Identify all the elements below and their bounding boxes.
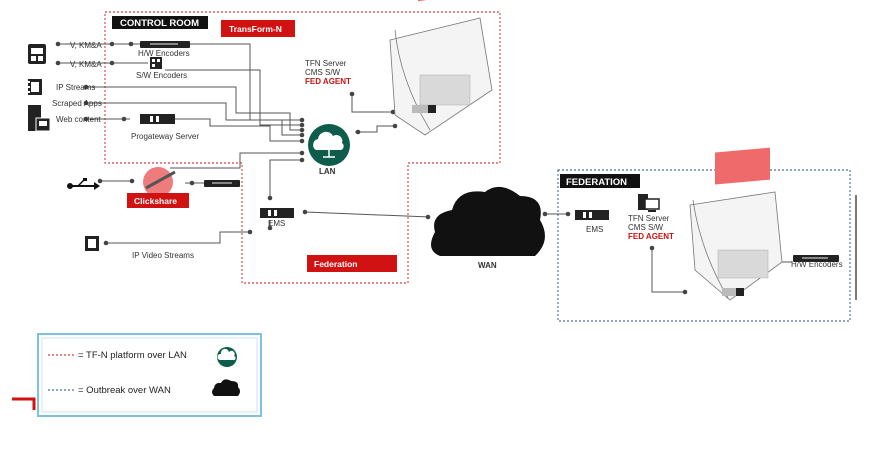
corner-bracket xyxy=(12,397,36,410)
federation-label-box xyxy=(307,255,397,272)
federation-label: Federation xyxy=(314,259,357,269)
federation-boundary xyxy=(557,169,851,322)
source-vkma-1: V, KM&A xyxy=(70,41,102,50)
svg-text:CONTROL ROOM: CONTROL ROOM xyxy=(120,18,199,29)
wan-label: WAN xyxy=(478,261,497,270)
hw-encoders-label: H/W Encoders xyxy=(138,49,190,58)
legend-lan-text: = TF-N platform over LAN xyxy=(78,350,187,361)
fed-fed-agent-label: FED AGENT xyxy=(628,232,674,241)
ip-video-film-icon xyxy=(85,236,99,251)
fed-hw-encoders-label: H/W Encoders xyxy=(791,260,843,269)
ems-device-federation xyxy=(575,210,609,220)
lan-label: LAN xyxy=(319,167,336,176)
ems-device-left xyxy=(260,208,294,218)
fed-tfn-server-label: TFN Server xyxy=(628,214,670,223)
ems-left-label: EMS xyxy=(268,219,285,228)
federation-title: FEDERATION xyxy=(560,174,640,188)
film-strip-icon xyxy=(28,79,42,95)
clickshare-receiver-device xyxy=(204,180,240,187)
sw-encoder-icon xyxy=(150,57,162,69)
control-room-video-wall xyxy=(389,0,493,136)
clickshare-label-box xyxy=(127,193,189,208)
fed-hw-encoder-device xyxy=(793,255,839,262)
legend-wan-cloud-icon xyxy=(212,379,240,396)
source-web-content: Web content xyxy=(56,115,102,124)
federation-video-wall xyxy=(689,147,783,301)
computer-icon xyxy=(638,194,660,212)
cms-sw-label: CMS S/W xyxy=(305,68,341,77)
svg-text:TransForm-N: TransForm-N xyxy=(229,24,282,34)
server-tower-icon xyxy=(28,105,51,132)
wiring xyxy=(58,43,857,300)
ems-federation-label: EMS xyxy=(586,225,603,234)
tfn-server-label: TFN Server xyxy=(305,59,347,68)
sw-encoders-label: S/W Encoders xyxy=(136,71,187,80)
fed-cms-sw-label: CMS S/W xyxy=(628,223,664,232)
legend-wan-text: = Outbreak over WAN xyxy=(78,385,171,396)
source-vkma-2: V, KM&A xyxy=(70,60,102,69)
control-room-title: CONTROL ROOM xyxy=(112,16,208,29)
clickshare-device xyxy=(143,167,176,197)
source-ip-streams: IP Streams xyxy=(56,83,95,92)
legend-lan-icon xyxy=(217,347,237,367)
progateway-server-icon xyxy=(140,114,175,124)
svg-text:FEDERATION: FEDERATION xyxy=(566,177,627,188)
legend: = TF-N platform over LAN = Outbreak over… xyxy=(37,333,262,417)
control-room-boundary xyxy=(104,11,501,284)
ip-video-streams-label: IP Video Streams xyxy=(132,251,194,260)
fed-agent-label: FED AGENT xyxy=(305,77,351,86)
wan-cloud-icon xyxy=(431,186,545,256)
clickshare-label: Clickshare xyxy=(134,196,177,206)
usb-icon xyxy=(67,178,100,190)
kvm-device-icon xyxy=(28,44,46,64)
hw-encoder-device xyxy=(140,41,190,48)
lan-cloud-icon xyxy=(308,124,350,166)
transform-n-label: TransForm-N xyxy=(221,20,295,37)
source-scraped-apps: Scraped Apps xyxy=(52,99,102,108)
progateway-label: Progateway Server xyxy=(131,132,199,141)
